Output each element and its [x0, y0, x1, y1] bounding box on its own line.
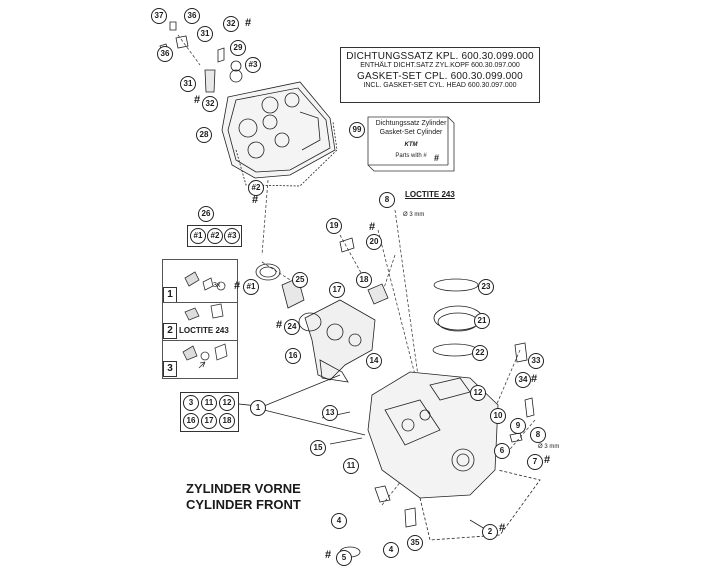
callout-5: 5 — [336, 550, 352, 566]
callout-28: 28 — [196, 127, 212, 143]
callout-18: 18 — [356, 272, 372, 288]
loctite-label-top: LOCTITE 243 — [405, 190, 455, 199]
info-line-1: DICHTUNGSSATZ KPL. 600.30.099.000 — [346, 51, 534, 62]
callout-14: 14 — [366, 353, 382, 369]
package-line-2: Gasket-Set Cylinder — [379, 129, 443, 136]
callout-99: 99 — [349, 122, 365, 138]
callout-37: 37 — [151, 8, 167, 24]
assembly-instructions-box: 1 2 LOCTITE 243 3 3x — [162, 259, 238, 379]
hash-mark: # — [499, 522, 506, 534]
cover-gasket — [235, 121, 338, 187]
hash-mark: # — [252, 194, 259, 206]
callout-33: 33 — [528, 353, 544, 369]
dim-label-right: Ø 3 mm — [538, 444, 560, 450]
hash-mark: # — [544, 454, 551, 466]
callout-p11: 11 — [201, 395, 217, 411]
hash-mark: # — [325, 549, 332, 561]
callout-31b: 31 — [180, 76, 196, 92]
callout-15: 15 — [310, 440, 326, 456]
callout-35: 35 — [407, 535, 423, 551]
divider — [163, 302, 237, 303]
gasket-package-icon — [367, 116, 455, 172]
callout-12: 12 — [470, 385, 486, 401]
callout-36a: 36 — [184, 8, 200, 24]
callout-11: 11 — [343, 458, 359, 474]
callout-8-top: 8 — [379, 192, 395, 208]
cylinder-head — [367, 371, 499, 499]
callout-p17: 17 — [201, 413, 217, 429]
hash-mark: # — [276, 319, 283, 331]
callout-4a: 4 — [331, 513, 347, 529]
callout-g3: #3 — [224, 228, 240, 244]
title-line-1: ZYLINDER VORNE — [186, 481, 301, 496]
hash-mark: # — [245, 17, 252, 29]
package-label: Dichtungssatz Zylinder Gasket-Set Cylind… — [369, 119, 453, 161]
callout-4b: 4 — [383, 542, 399, 558]
callout-22: 22 — [472, 345, 488, 361]
callout-20: 20 — [366, 234, 382, 250]
callout-2-bottom: 2 — [482, 524, 498, 540]
gasket-set-info-box: DICHTUNGSSATZ KPL. 600.30.099.000 ENTHÄL… — [340, 47, 540, 103]
package-line-1: Dichtungssatz Zylinder — [375, 120, 447, 127]
valve-cover — [221, 81, 336, 179]
step-3-number: 3 — [163, 361, 177, 377]
info-line-3: GASKET-SET CPL. 600.30.099.000 — [357, 71, 523, 82]
hash-mark: # — [434, 153, 440, 163]
parts-with-label: Parts with # — [395, 153, 427, 159]
diagram-title: ZYLINDER VORNE CYLINDER FRONT — [186, 481, 301, 513]
callout-p12: 12 — [219, 395, 235, 411]
callout-g1: #1 — [190, 228, 206, 244]
callout-23: 23 — [478, 279, 494, 295]
callout-17: 17 — [329, 282, 345, 298]
dim-label-top: Ø 3 mm — [403, 212, 425, 218]
callout-p16: 16 — [183, 413, 199, 429]
callout-9: 9 — [510, 418, 526, 434]
callout-13: 13 — [322, 405, 338, 421]
callout-32b: 32 — [202, 96, 218, 112]
instruction-illustrations — [182, 271, 228, 369]
ktm-logo-icon: KTM — [404, 142, 418, 148]
hash-mark: # — [194, 94, 201, 106]
callout-34: 34 — [515, 372, 531, 388]
callout-24: 24 — [284, 319, 300, 335]
hash-mark: # — [234, 280, 241, 292]
callout-g2: #2 — [207, 228, 223, 244]
hash-mark: # — [531, 373, 538, 385]
callout-29: 29 — [230, 40, 246, 56]
callout-6: 6 — [494, 443, 510, 459]
step-1-number: 1 — [163, 287, 177, 303]
callout-1: 1 — [250, 400, 266, 416]
callout-10: 10 — [490, 408, 506, 424]
callout-p3: 3 — [183, 395, 199, 411]
info-line-2: ENTHÄLT DICHT.SATZ ZYL.KOPF 600.30.097.0… — [360, 62, 520, 69]
callout-19: 19 — [326, 218, 342, 234]
info-line-4: INCL. GASKET-SET CYL. HEAD 600.30.097.00… — [363, 82, 517, 89]
callout-7: 7 — [527, 454, 543, 470]
callout-36b: 36 — [157, 46, 173, 62]
callout-p18: 18 — [219, 413, 235, 429]
callout-3-top: #3 — [245, 57, 261, 73]
title-line-2: CYLINDER FRONT — [186, 497, 301, 512]
step-2-number: 2 — [163, 323, 177, 339]
camshaft-carrier — [304, 299, 376, 381]
callout-31a: 31 — [197, 26, 213, 42]
hash-mark: # — [369, 221, 376, 233]
callout-16-mid: 16 — [285, 348, 301, 364]
callout-32a: 32 — [223, 16, 239, 32]
callout-8-right: 8 — [530, 427, 546, 443]
callout-2-top: #2 — [248, 180, 264, 196]
step-2-loctite-label: LOCTITE 243 — [179, 326, 229, 335]
divider — [163, 340, 237, 341]
callout-1-mid: #1 — [243, 279, 259, 295]
callout-21: 21 — [474, 313, 490, 329]
callout-26: 26 — [198, 206, 214, 222]
callout-25: 25 — [292, 272, 308, 288]
